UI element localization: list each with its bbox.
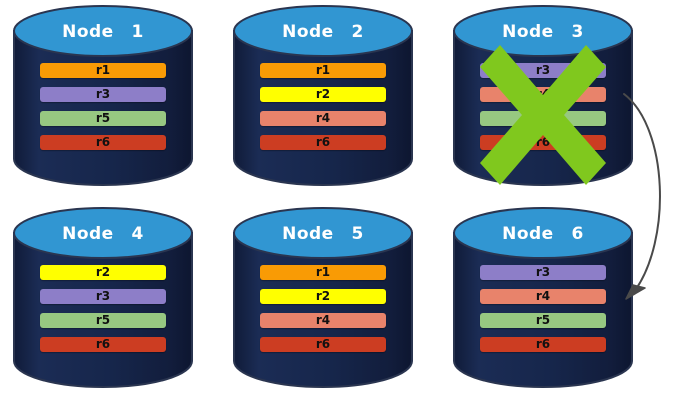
replica-stripe[interactable]: r6 — [480, 135, 606, 150]
node-2[interactable]: Node 2 r1 r2 r4 r6 — [233, 5, 413, 186]
replica-stripe[interactable]: r4 — [260, 313, 386, 328]
node-1[interactable]: Node 1 r1 r3 r5 r6 — [13, 5, 193, 186]
replica-stripe[interactable]: r3 — [480, 63, 606, 78]
replica-stripe[interactable]: r5 — [480, 313, 606, 328]
replica-list-3: r3 r4 r5 r6 — [480, 63, 606, 150]
replica-stripe[interactable]: r1 — [260, 63, 386, 78]
replica-stripe[interactable]: r3 — [40, 289, 166, 304]
node-6[interactable]: Node 6 r3 r4 r5 r6 — [453, 207, 633, 388]
replica-stripe[interactable]: r1 — [260, 265, 386, 280]
replica-stripe[interactable]: r6 — [480, 337, 606, 352]
replica-list-2: r1 r2 r4 r6 — [260, 63, 386, 150]
replica-stripe[interactable]: r6 — [260, 337, 386, 352]
replica-stripe[interactable]: r2 — [260, 289, 386, 304]
replica-stripe[interactable]: r3 — [40, 87, 166, 102]
replica-list-6: r3 r4 r5 r6 — [480, 265, 606, 352]
replica-stripe[interactable]: r1 — [40, 63, 166, 78]
replica-stripe[interactable]: r2 — [260, 87, 386, 102]
node-3[interactable]: Node 3 r3 r4 r5 r6 — [453, 5, 633, 186]
node-4[interactable]: Node 4 r2 r3 r5 r6 — [13, 207, 193, 388]
replica-stripe[interactable]: r3 — [480, 265, 606, 280]
replica-list-5: r1 r2 r4 r6 — [260, 265, 386, 352]
replica-list-1: r1 r3 r5 r6 — [40, 63, 166, 150]
replica-stripe[interactable]: r6 — [260, 135, 386, 150]
replica-stripe[interactable]: r5 — [480, 111, 606, 126]
replica-stripe[interactable]: r6 — [40, 337, 166, 352]
replica-stripe[interactable]: r5 — [40, 111, 166, 126]
replica-stripe[interactable]: r6 — [40, 135, 166, 150]
replica-stripe[interactable]: r4 — [480, 289, 606, 304]
replica-list-4: r2 r3 r5 r6 — [40, 265, 166, 352]
replica-stripe[interactable]: r2 — [40, 265, 166, 280]
replica-stripe[interactable]: r5 — [40, 313, 166, 328]
node-5[interactable]: Node 5 r1 r2 r4 r6 — [233, 207, 413, 388]
replica-stripe[interactable]: r4 — [480, 87, 606, 102]
replica-stripe[interactable]: r4 — [260, 111, 386, 126]
